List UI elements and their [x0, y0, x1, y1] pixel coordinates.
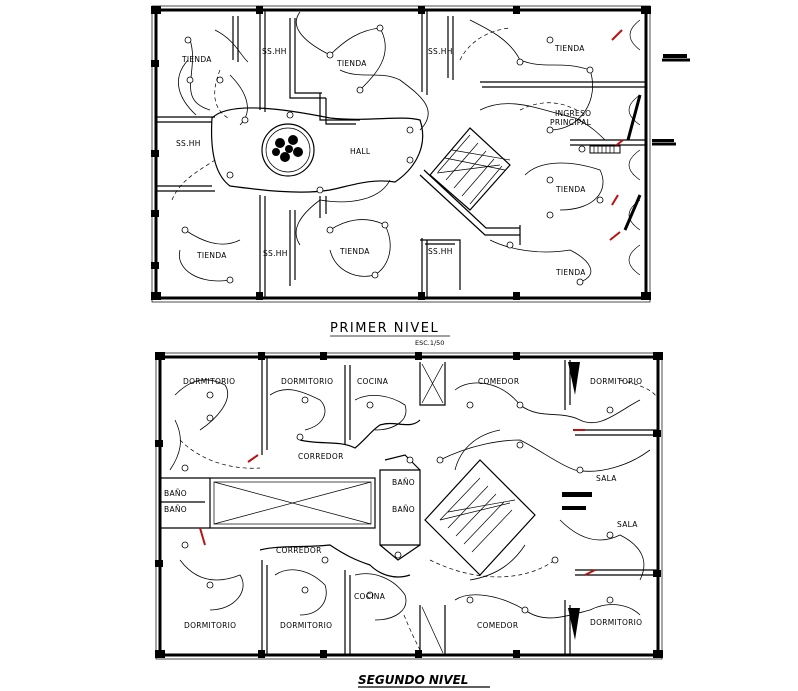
- primer-nivel-plan: TIENDA SS.HH TIENDA SS.HH TIENDA INGRESO…: [151, 5, 690, 347]
- electrical-panel-icon: [589, 145, 621, 154]
- room-label-cocina: COCINA: [357, 377, 389, 386]
- room-label-tienda: TIENDA: [555, 268, 586, 277]
- ceiling-light-icons: [181, 24, 604, 286]
- plan-scale: ESC.1/50: [415, 339, 444, 347]
- room-label-ingreso: INGRESO: [555, 109, 591, 118]
- room-label-tienda: TIENDA: [336, 59, 367, 68]
- room-label-dormitorio: DORMITORIO: [184, 621, 236, 630]
- room-label-tienda: TIENDA: [339, 247, 370, 256]
- room-label-sshh: SS.HH: [428, 47, 453, 56]
- room-label-bano: BAÑO: [164, 505, 187, 514]
- room-label-corredor: CORREDOR: [276, 546, 322, 555]
- room-label-sshh: SS.HH: [263, 249, 288, 258]
- ceiling-light-icons: [181, 391, 614, 614]
- room-label-bano: BAÑO: [164, 489, 187, 498]
- room-label-comedor: COMEDOR: [478, 377, 519, 386]
- room-label-cocina: COCINA: [354, 592, 386, 601]
- room-label-bano: BAÑO: [392, 478, 415, 487]
- room-label-sshh: SS.HH: [176, 139, 201, 148]
- room-label-sala: SALA: [596, 474, 617, 483]
- room-label-principal: PRINCIPAL: [550, 118, 592, 127]
- room-label-tienda: TIENDA: [555, 185, 586, 194]
- room-label-dormitorio: DORMITORIO: [590, 618, 642, 627]
- room-label-corredor: CORREDOR: [298, 452, 344, 461]
- room-label-dormitorio: DORMITORIO: [281, 377, 333, 386]
- room-label-tienda: TIENDA: [554, 44, 585, 53]
- room-label-tienda: TIENDA: [181, 55, 212, 64]
- room-label-bano: BAÑO: [392, 505, 415, 514]
- room-label-dormitorio: DORMITORIO: [590, 377, 642, 386]
- room-label-dormitorio: DORMITORIO: [183, 377, 235, 386]
- room-label-sshh: SS.HH: [262, 47, 287, 56]
- plan-title: SEGUNDO NIVEL: [358, 673, 468, 687]
- planter-icon: [272, 135, 303, 162]
- room-label-comedor: COMEDOR: [477, 621, 518, 630]
- segundo-nivel-plan: DORMITORIO DORMITORIO COCINA COMEDOR DOR…: [155, 352, 663, 688]
- room-label-sala: SALA: [617, 520, 638, 529]
- room-label-sshh: SS.HH: [428, 247, 453, 256]
- plan-title: PRIMER NIVEL: [330, 321, 439, 336]
- room-label-dormitorio: DORMITORIO: [280, 621, 332, 630]
- room-label-hall: HALL: [350, 147, 371, 156]
- room-label-tienda: TIENDA: [196, 251, 227, 260]
